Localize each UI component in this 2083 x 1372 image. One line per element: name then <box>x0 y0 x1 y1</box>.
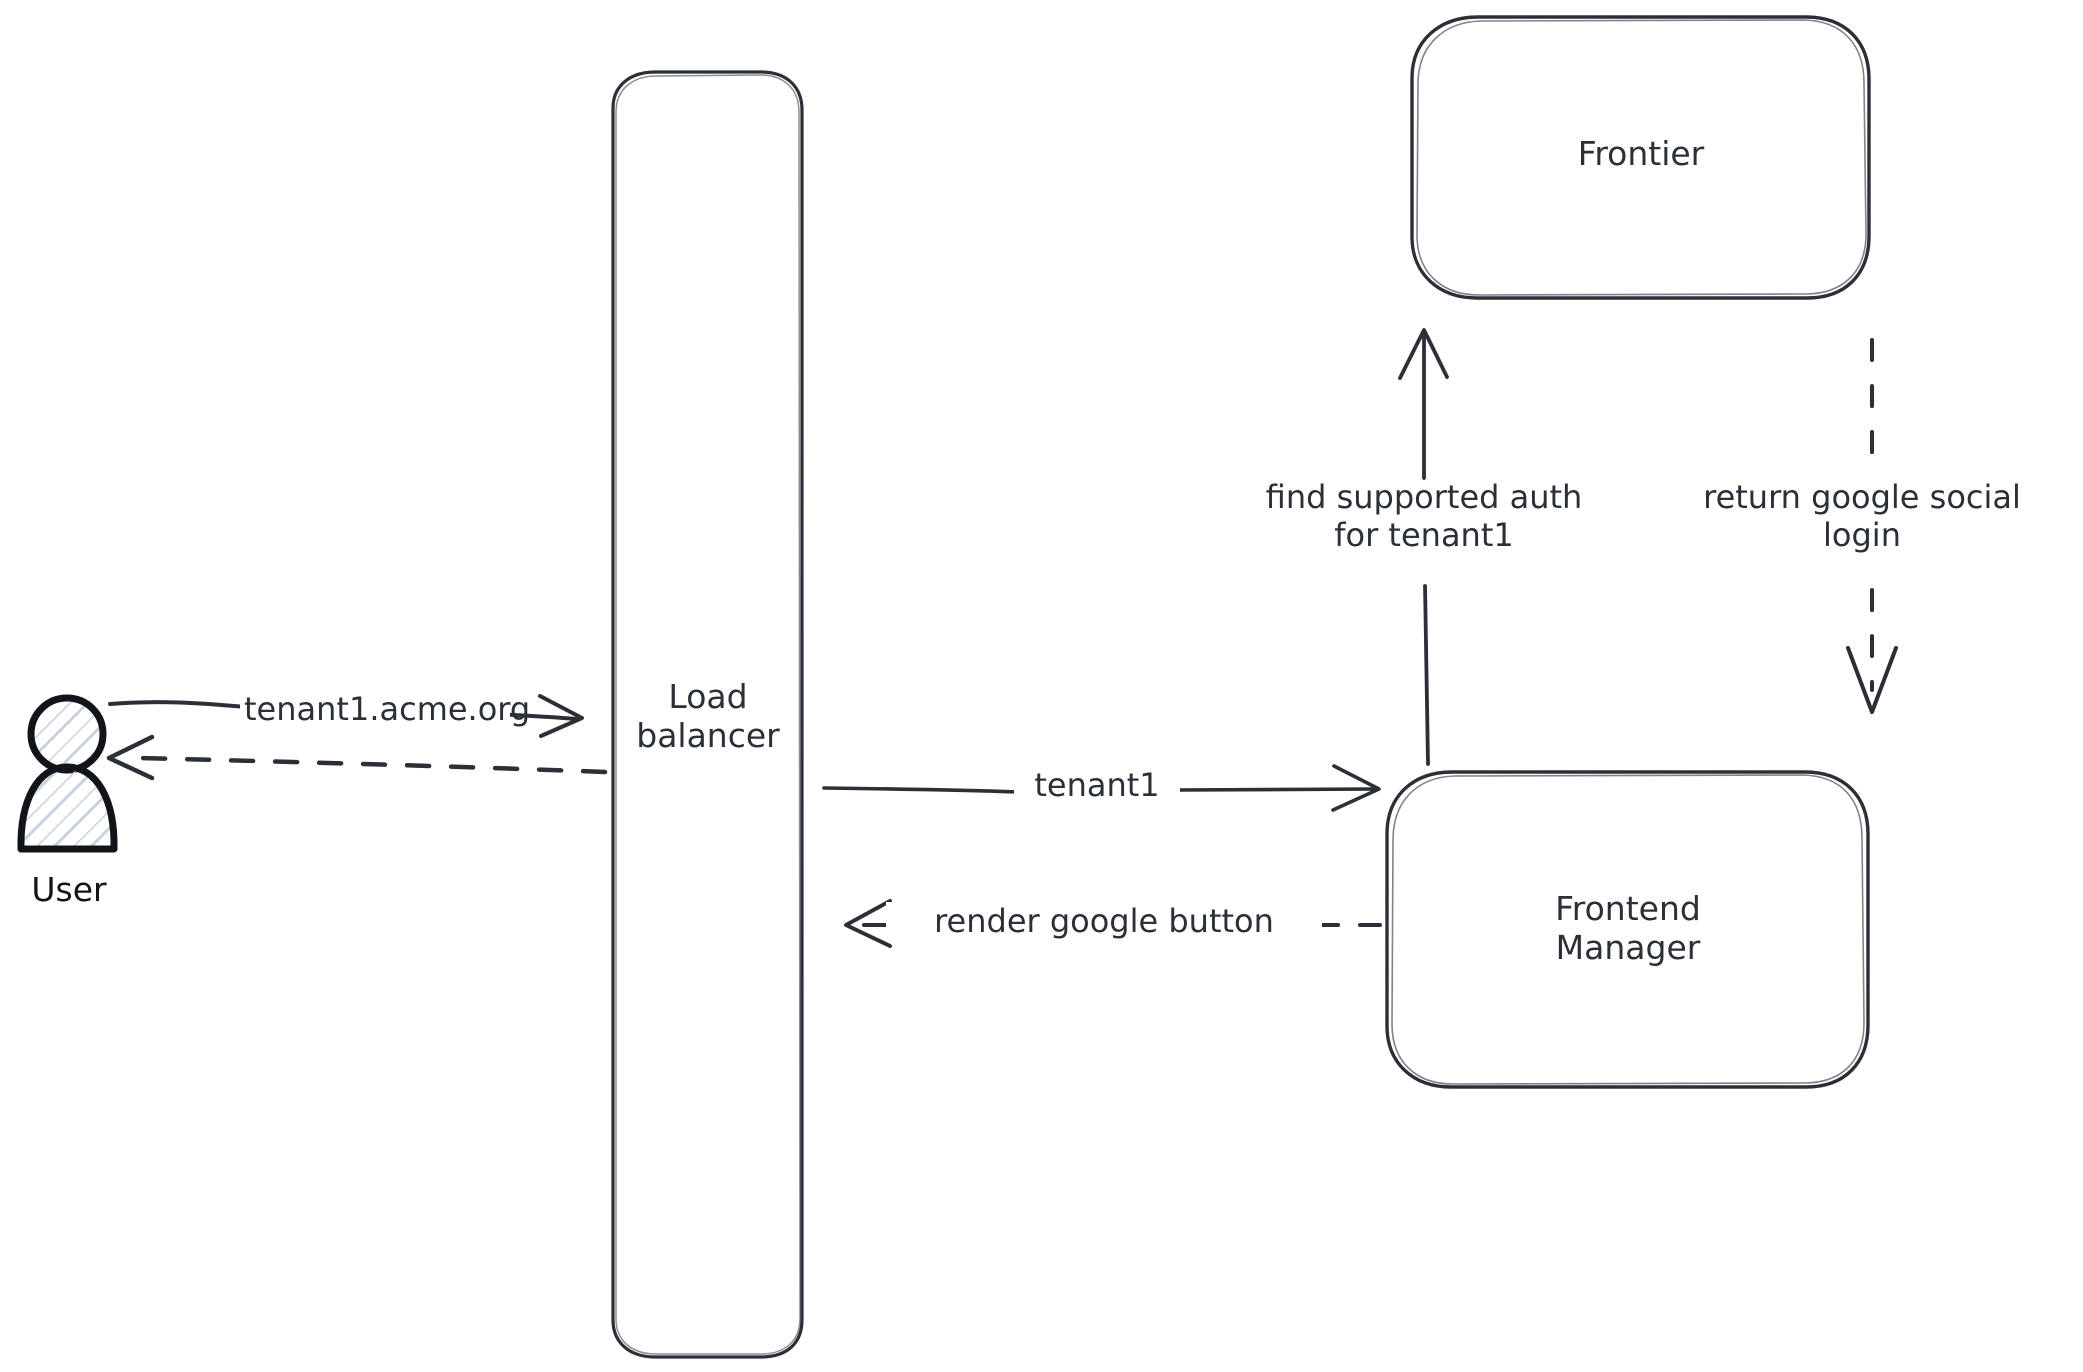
edge-label-lb-to-fm: tenant1 <box>1014 766 1180 805</box>
edge-label-fm-to-frontier: find supported auth for tenant1 <box>1265 478 1583 555</box>
node-load-balancer-shape[interactable] <box>611 70 804 1359</box>
edge-lb-to-fm <box>822 764 1381 812</box>
edge-label-user-to-lb: tenant1.acme.org <box>240 690 530 729</box>
edge-fm-to-frontier <box>1398 328 1449 766</box>
node-frontier-shape[interactable] <box>1410 15 1871 300</box>
actor-label-user: User <box>31 870 107 909</box>
edge-lb-to-user <box>106 734 608 781</box>
edge-frontier-to-fm <box>1846 338 1898 714</box>
node-frontend-manager-shape[interactable] <box>1385 770 1870 1089</box>
edge-label-fm-to-lb: render google button <box>886 902 1322 941</box>
edge-label-frontier-to-fm: return google social login <box>1703 478 2021 555</box>
user-actor-icon <box>17 694 118 853</box>
